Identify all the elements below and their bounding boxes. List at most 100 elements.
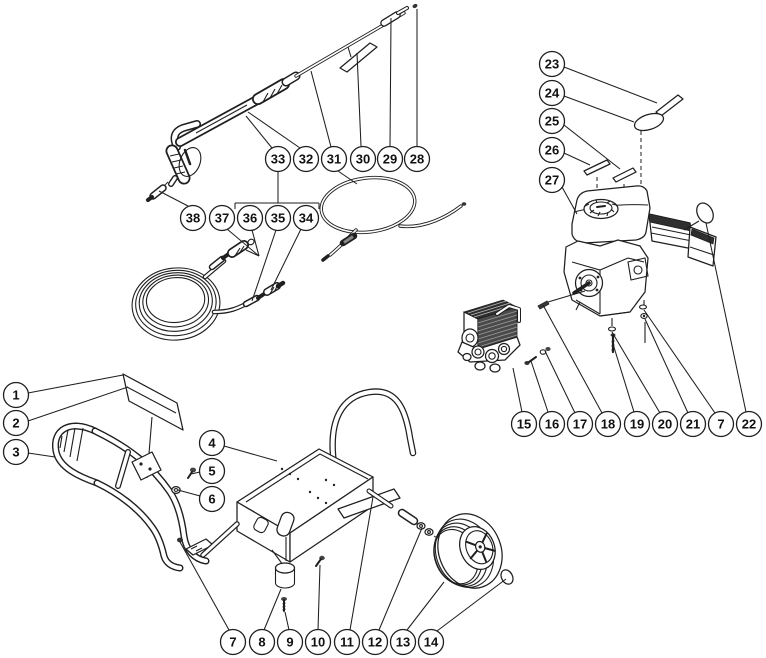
callout-23: 23 xyxy=(538,50,658,104)
wand-nut xyxy=(281,71,301,87)
callout-number: 21 xyxy=(686,417,700,432)
callout-leader-line xyxy=(27,386,129,422)
callout-35: 35 xyxy=(251,204,292,302)
callout-18: 18 xyxy=(542,304,622,438)
callout-4: 4 xyxy=(198,429,278,462)
callout-number: 25 xyxy=(545,114,559,129)
callout-balloon xyxy=(403,145,431,173)
wheel xyxy=(433,513,503,589)
callout-leader-line xyxy=(251,229,277,302)
callout-balloon xyxy=(236,204,264,232)
callout-leader-line xyxy=(436,578,507,632)
callout-20: 20 xyxy=(611,331,679,438)
callout-3: 3 xyxy=(2,438,56,466)
callout-leader-line xyxy=(251,229,260,257)
callout-leader-line xyxy=(561,186,578,215)
callout-number: 12 xyxy=(368,635,382,650)
callout-balloon xyxy=(2,438,30,466)
callout-number: 26 xyxy=(545,143,559,158)
callout-leader-line xyxy=(611,331,661,414)
callout-leader-line xyxy=(389,17,392,147)
callout-number: 3 xyxy=(12,445,19,460)
callout-leader-line xyxy=(349,496,374,631)
callout-leader-line xyxy=(563,124,621,170)
callout-leader-line xyxy=(544,350,576,414)
callout-leader-line xyxy=(378,527,423,631)
callout-balloon xyxy=(264,204,292,232)
callout-number: 19 xyxy=(630,417,644,432)
callout-leader-line xyxy=(179,541,230,631)
axle-tube xyxy=(366,488,394,509)
callout-29: 29 xyxy=(376,17,404,173)
engine-mount-bolt-right xyxy=(638,300,648,343)
callout-leader-line xyxy=(247,111,301,149)
callout-leader-line xyxy=(284,611,290,631)
callout-number: 10 xyxy=(311,635,325,650)
callout-leader-line xyxy=(317,564,321,631)
callout-balloon xyxy=(2,409,30,437)
callout-balloon xyxy=(179,204,207,232)
callout-number: 14 xyxy=(424,635,439,650)
callout-balloon xyxy=(198,457,226,485)
handle-bolt xyxy=(187,467,196,479)
pump-screw xyxy=(524,356,537,365)
callout-37: 37 xyxy=(208,204,260,257)
callout-balloon xyxy=(264,145,292,173)
coiled-hose xyxy=(131,238,286,341)
callout-leader-line xyxy=(226,228,260,257)
callout-leader-line xyxy=(643,309,716,414)
callout-number: 7 xyxy=(717,417,724,432)
callout-36: 36 xyxy=(236,204,264,257)
oval-decal xyxy=(633,112,665,132)
foot-screw xyxy=(281,597,287,612)
callout-leader-line xyxy=(356,52,362,147)
callout-balloon xyxy=(248,628,276,656)
callout-leader-line xyxy=(27,452,56,458)
callout-number: 9 xyxy=(286,635,293,650)
callout-number: 7 xyxy=(229,635,236,650)
callout-balloon xyxy=(538,410,566,438)
rubber-foot xyxy=(271,549,296,589)
callout-balloon xyxy=(623,410,651,438)
callout-6: 6 xyxy=(177,485,226,513)
callout-number: 29 xyxy=(383,152,397,167)
callout-26: 26 xyxy=(538,136,591,166)
callout-leader-line xyxy=(270,228,302,291)
callout-balloon xyxy=(292,145,320,173)
handle-knob-nut xyxy=(171,485,181,495)
support-handle-loop xyxy=(329,388,417,468)
callout-15: 15 xyxy=(510,367,538,438)
callout-balloon xyxy=(538,136,566,164)
frame-handle xyxy=(51,422,210,572)
callout-number: 33 xyxy=(271,152,285,167)
latch-bracket xyxy=(177,537,214,556)
hose-adapter-fitting xyxy=(263,280,286,296)
callout-21: 21 xyxy=(644,318,707,438)
axle-spacer xyxy=(397,508,419,526)
callout-balloon xyxy=(219,628,247,656)
callout-27: 27 xyxy=(538,166,578,215)
callout-number: 4 xyxy=(208,436,216,451)
callout-13: 13 xyxy=(389,581,445,656)
callout-17: 17 xyxy=(544,350,594,438)
callout-5: 5 xyxy=(190,457,226,485)
callout-leader-line xyxy=(190,471,201,475)
key-oval xyxy=(683,202,714,231)
muffler xyxy=(687,226,717,267)
callout-balloon xyxy=(594,410,622,438)
frame-assembly xyxy=(51,373,514,612)
callout-number: 20 xyxy=(658,417,672,432)
jumper-hose-loop xyxy=(319,175,467,262)
callout-balloon xyxy=(510,410,538,438)
engine-decal xyxy=(655,94,684,117)
callout-leader-line xyxy=(310,70,332,148)
callout-balloon xyxy=(735,410,763,438)
callout-19: 19 xyxy=(612,343,651,438)
air-cleaner xyxy=(648,213,694,250)
callout-balloon xyxy=(349,145,377,173)
callout-7-engine: 7 xyxy=(643,309,735,438)
callout-number: 6 xyxy=(208,492,215,507)
callout-number: 34 xyxy=(299,211,314,226)
